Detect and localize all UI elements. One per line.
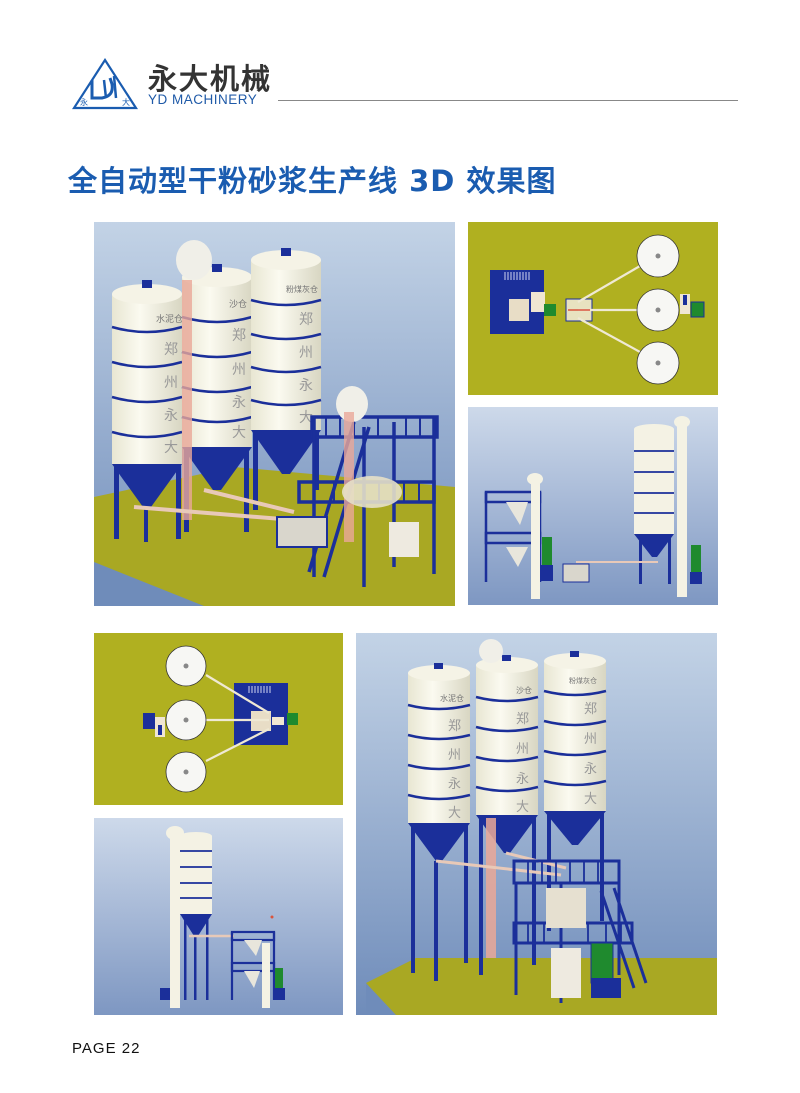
svg-text:大: 大 [516,800,529,815]
svg-text:永: 永 [299,378,313,394]
svg-text:郑: 郑 [516,712,529,727]
svg-text:大: 大 [232,425,246,441]
svg-text:郑: 郑 [299,312,313,328]
top-view-1-image [468,222,718,395]
svg-text:永: 永 [164,408,178,424]
svg-text:永: 永 [584,762,597,777]
svg-text:粉煤灰仓: 粉煤灰仓 [569,676,597,685]
svg-text:永: 永 [448,777,461,792]
svg-text:郑: 郑 [164,342,178,358]
company-logo: 永 大 [71,57,139,110]
perspective-view-1-image: 水泥仓 郑 州 永 大 沙仓 郑 州 永 大 [94,222,455,606]
svg-text:沙仓: 沙仓 [229,298,247,310]
svg-text:大: 大 [448,806,461,821]
svg-text:沙仓: 沙仓 [516,685,532,695]
page-number: PAGE 22 [72,1040,141,1057]
svg-text:州: 州 [164,375,178,391]
top-view-2-image [94,633,343,805]
svg-text:郑: 郑 [448,719,461,734]
svg-text:州: 州 [516,742,529,757]
svg-text:大: 大 [122,97,130,107]
svg-text:郑: 郑 [232,328,246,344]
perspective-view-2-image: 水泥仓 郑 州 永 大 沙仓 郑 州 永 大 粉煤灰仓 郑 州 永 大 [356,633,717,1015]
brand-name-en: YD MACHINERY [148,92,258,107]
svg-text:水泥仓: 水泥仓 [440,693,464,703]
side-view-2-image [94,818,343,1015]
svg-text:州: 州 [299,345,313,361]
svg-text:州: 州 [232,362,246,378]
svg-text:郑: 郑 [584,702,597,717]
svg-text:大: 大 [299,410,313,426]
svg-text:水泥仓: 水泥仓 [156,313,183,325]
brand-name-cn: 永大机械 [148,62,273,96]
header-divider [278,100,738,101]
svg-text:州: 州 [448,748,461,763]
svg-text:大: 大 [164,440,178,456]
svg-text:永: 永 [232,395,246,411]
page-title: 全自动型干粉砂浆生产线 3D 效果图 [68,164,557,198]
svg-text:大: 大 [584,792,597,807]
svg-text:永: 永 [516,772,529,787]
side-view-1-image [468,407,718,605]
svg-text:州: 州 [584,732,597,747]
svg-text:永: 永 [80,97,88,107]
svg-text:粉煤灰仓: 粉煤灰仓 [286,284,318,294]
